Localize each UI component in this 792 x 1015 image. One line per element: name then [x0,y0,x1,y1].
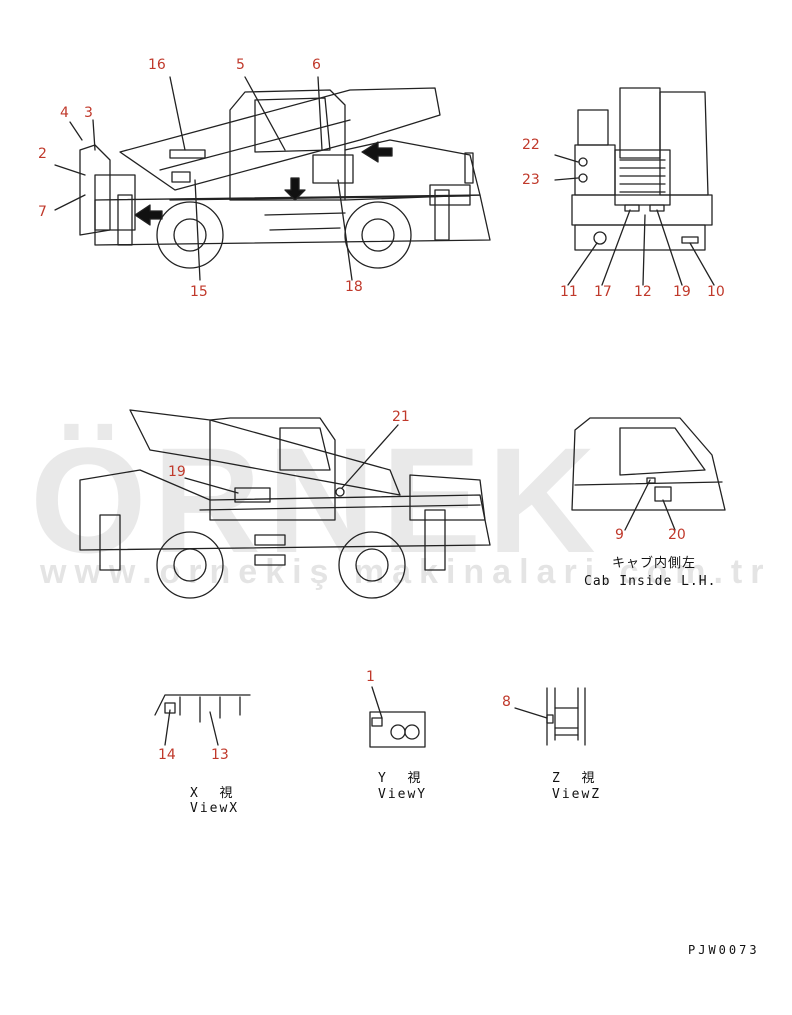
callout-13: 13 [211,747,229,763]
view-x-detail [154,694,251,746]
view-z-caption-jp: Z 視 [552,771,597,786]
view-y-caption-jp: Y 視 [378,771,423,786]
view-x-caption-en: ViewX [190,801,240,816]
callout-19-side: 19 [168,464,186,480]
crane-rear-view [554,87,715,286]
view-z-detail [514,687,586,746]
cab-caption-jp: キャブ内側左 [612,556,697,571]
callout-9: 9 [615,527,624,543]
callout-23: 23 [522,172,540,188]
callout-17: 17 [594,284,612,300]
callout-11: 11 [560,284,578,300]
drawing-code: PJW0073 [688,943,760,957]
callout-22: 22 [522,137,540,153]
callout-4: 4 [60,105,69,121]
view-y-caption-en: ViewY [378,787,428,802]
callout-16: 16 [148,57,166,73]
callout-1: 1 [366,669,375,685]
callout-12: 12 [634,284,652,300]
cab-inside-view [571,417,726,531]
callout-6: 6 [312,57,321,73]
callout-8: 8 [502,694,511,710]
view-z-caption-en: ViewZ [552,787,602,802]
callout-7: 7 [38,204,47,220]
callout-19-rear: 19 [673,284,691,300]
callout-2: 2 [38,146,47,162]
cab-caption-en: Cab Inside L.H. [584,574,717,589]
callout-20: 20 [668,527,686,543]
crane-side-view-right [79,409,491,599]
view-x-caption-jp: X 視 [190,786,235,801]
callout-14: 14 [158,747,176,763]
callout-5: 5 [236,57,245,73]
callout-21: 21 [392,409,410,425]
callout-10: 10 [707,284,725,300]
callout-3: 3 [84,105,93,121]
callout-18: 18 [345,279,363,295]
crane-side-view-left [54,76,491,281]
watermark-url: www.ornekiş makinalari.com.tr [40,553,772,591]
view-y-detail [369,686,426,748]
callout-15: 15 [190,284,208,300]
